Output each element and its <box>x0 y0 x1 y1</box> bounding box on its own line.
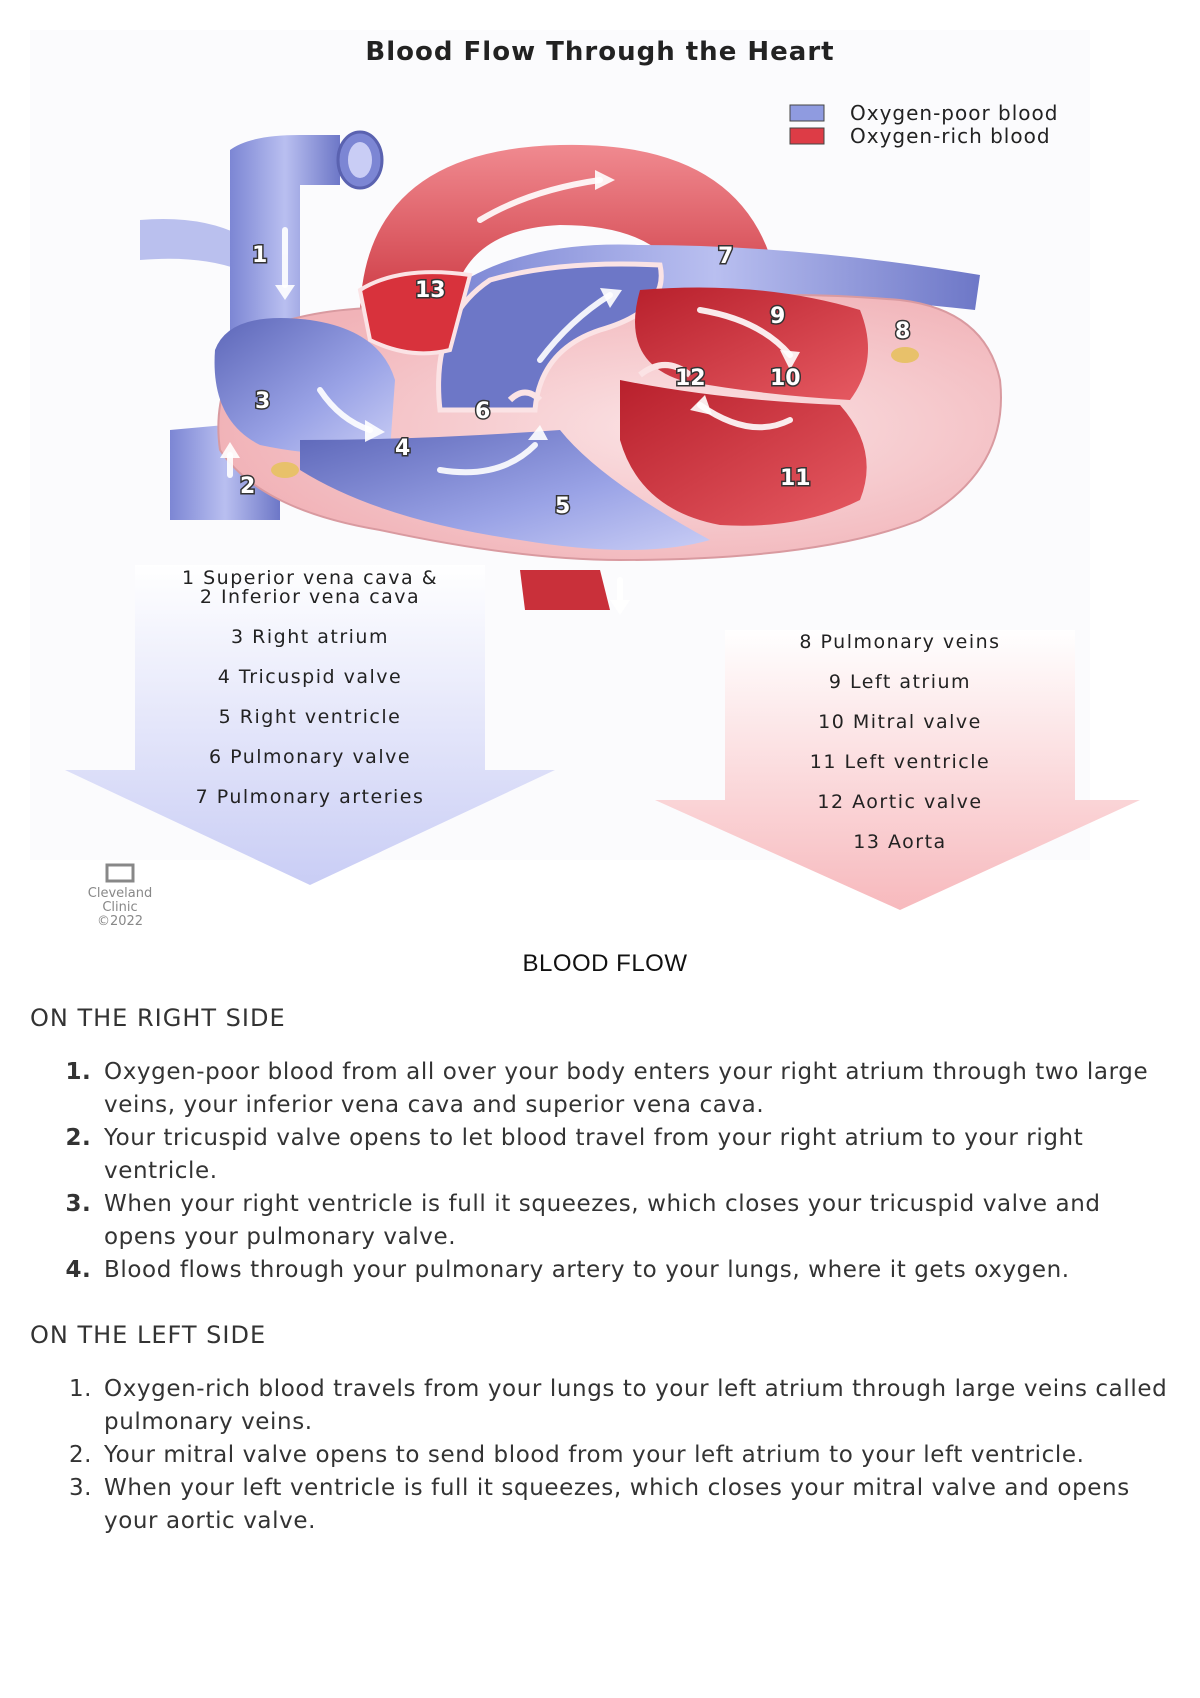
left-atrium <box>635 287 868 400</box>
callout-6: 6 <box>475 399 490 424</box>
left-ventricle <box>620 380 867 526</box>
callout-10: 10 <box>770 366 801 391</box>
callout-9: 9 <box>770 304 785 329</box>
callout-12: 12 <box>675 366 706 391</box>
right-side-steps: Oxygen-poor blood from all over your bod… <box>30 1056 1180 1287</box>
right-side-legend-list: 1 Superior vena cava & 2 Inferior vena c… <box>182 567 438 808</box>
list-item: 10 Mitral valve <box>818 711 982 733</box>
arrow-tricuspid <box>437 442 538 476</box>
legend: Oxygen-poor blood Oxygen-rich blood <box>789 101 1058 148</box>
callout-8: 8 <box>895 319 910 344</box>
callout-3: 3 <box>255 389 270 414</box>
arrowhead-ra <box>365 420 385 442</box>
vein-branch <box>140 219 240 270</box>
list-item: Blood flows through your pulmonary arter… <box>100 1254 1180 1287</box>
heart-diagram-svg: Blood Flow Through the Heart Oxygen-poor… <box>65 37 1140 929</box>
section-title: BLOOD FLOW <box>522 950 688 977</box>
arrow-aorta <box>477 177 603 223</box>
list-item: 13 Aorta <box>853 831 946 853</box>
callout-7: 7 <box>718 244 733 269</box>
callout-11: 11 <box>780 466 811 491</box>
list-item: 7 Pulmonary arteries <box>196 786 425 808</box>
list-item: When your right ventricle is full it squ… <box>100 1188 1180 1254</box>
legend-swatch-rich <box>789 127 825 145</box>
arrowhead-aorta <box>595 170 615 190</box>
heart-illustration: 1 2 3 4 5 6 7 8 9 10 11 12 13 <box>140 130 1002 615</box>
callout-4: 4 <box>395 436 410 461</box>
legend-label-poor: Oxygen-poor blood <box>850 101 1058 125</box>
logo-line-3: ©2022 <box>97 914 143 929</box>
explanation-text: BLOOD FLOW ON THE RIGHT SIDE Oxygen-poor… <box>30 950 1180 1572</box>
vena-cava-lumen <box>348 142 372 178</box>
list-item: 9 Left atrium <box>829 671 971 693</box>
callout-1: 1 <box>252 243 267 268</box>
aortic-valve-shape <box>638 362 692 378</box>
callout-2: 2 <box>240 474 255 499</box>
list-item: When your left ventricle is full it sque… <box>100 1472 1180 1538</box>
aorta <box>360 144 780 330</box>
list-item: 1 Superior vena cava & <box>182 567 438 589</box>
arrowhead-pulm <box>600 288 622 308</box>
descending-aorta <box>520 570 610 610</box>
list-item: 12 Aortic valve <box>817 791 982 813</box>
right-side-heading: ON THE RIGHT SIDE <box>30 1004 286 1032</box>
logo-line-1: Cleveland <box>88 886 152 901</box>
list-item: Oxygen-poor blood from all over your bod… <box>100 1056 1180 1122</box>
arrow-pulm <box>537 292 613 363</box>
list-item: 4 Tricuspid valve <box>218 666 402 688</box>
left-side-heading: ON THE LEFT SIDE <box>30 1321 267 1349</box>
list-item: 5 Right ventricle <box>219 706 402 728</box>
arrowhead-desc <box>610 600 630 615</box>
left-side-steps: Oxygen-rich blood travels from your lung… <box>30 1373 1180 1538</box>
diagram-title: Blood Flow Through the Heart <box>365 37 834 67</box>
right-side-flow-arrow <box>65 565 555 885</box>
list-item: 2 Inferior vena cava <box>200 586 420 608</box>
logo-mark-icon <box>105 863 135 883</box>
list-item: 3 Right atrium <box>231 626 389 648</box>
heart-diagram: Blood Flow Through the Heart Oxygen-poor… <box>65 37 1140 929</box>
list-item: 6 Pulmonary valve <box>209 746 411 768</box>
list-item: Your mitral valve opens to send blood fr… <box>100 1439 1180 1472</box>
cleveland-clinic-logo: Cleveland Clinic ©2022 <box>88 863 152 929</box>
legend-label-rich: Oxygen-rich blood <box>850 124 1051 148</box>
legend-swatch-poor <box>789 104 825 122</box>
left-side-legend-list: 8 Pulmonary veins 9 Left atrium 10 Mitra… <box>799 631 1000 853</box>
arrowhead-svc <box>275 285 295 300</box>
valve-node-left <box>891 347 919 363</box>
left-side-flow-arrow <box>655 630 1140 910</box>
valve-node <box>271 462 299 478</box>
aortic-root <box>357 270 473 356</box>
callout-13: 13 <box>415 278 446 303</box>
arrow-ra <box>317 387 373 433</box>
right-ventricle <box>300 430 710 550</box>
arrowhead-tricuspid <box>528 425 548 440</box>
list-item: Oxygen-rich blood travels from your lung… <box>100 1373 1180 1439</box>
pulmonary-valve-shape <box>507 389 543 403</box>
arrowhead-ivc <box>220 442 240 458</box>
callout-5: 5 <box>555 494 570 519</box>
list-item: Your tricuspid valve opens to let blood … <box>100 1122 1180 1188</box>
arrowhead-lv <box>690 395 712 415</box>
list-item: 8 Pulmonary veins <box>799 631 1000 653</box>
logo-line-2: Clinic <box>102 900 137 915</box>
list-item: 11 Left ventricle <box>810 751 990 773</box>
arrow-la <box>697 307 793 358</box>
arrowhead-la <box>780 350 800 370</box>
